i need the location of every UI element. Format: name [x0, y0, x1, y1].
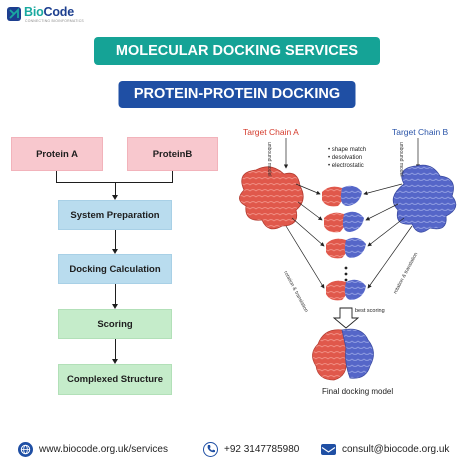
phone-icon: [203, 441, 218, 457]
unbound-model-label-a: unbound model: [266, 142, 272, 176]
step-system-preparation: System Preparation: [58, 200, 172, 230]
step-docking-calculation: Docking Calculation: [58, 254, 172, 284]
candidate-complex: [326, 279, 366, 301]
svg-text:rotation & translation: rotation & translation: [282, 270, 309, 314]
arrow-head: [112, 304, 118, 309]
chain-b-protein: [392, 164, 457, 233]
connector-line: [56, 182, 173, 183]
connector-line: [115, 284, 116, 305]
arrow-head: [112, 195, 118, 200]
chain-b-label: Target Chain B: [392, 127, 449, 137]
footer-phone[interactable]: +92 3147785980: [203, 437, 299, 461]
step-complexed-structure: Complexed Structure: [58, 364, 172, 395]
final-docking-model: [312, 328, 374, 381]
candidate-complex: [326, 237, 366, 259]
biocode-logo-icon: [7, 7, 21, 21]
candidate-complex: [322, 185, 362, 207]
svg-text:rotation & translation: rotation & translation: [392, 251, 419, 295]
protein-a-box: Protein A: [11, 137, 103, 171]
final-docking-model-label: Final docking model: [322, 387, 394, 396]
connector-line: [172, 171, 173, 182]
arrow-head: [112, 359, 118, 364]
step-scoring: Scoring: [58, 309, 172, 339]
phone-number[interactable]: +92 3147785980: [224, 443, 300, 455]
criteria-item: • shape match: [328, 147, 367, 153]
connector-line: [115, 182, 116, 196]
scoring-criteria-legend: • shape match • desolvation • electrosta…: [328, 146, 366, 170]
brand-logo: BioCode CONNECTING BIOINFORMATICS: [6, 4, 86, 26]
globe-icon: [18, 441, 33, 457]
connector-line: [56, 171, 57, 182]
protein-b-box: ProteinB: [127, 137, 218, 171]
footer-email[interactable]: consult@biocode.org.uk: [321, 437, 449, 461]
connector-line: [115, 339, 116, 360]
email-address[interactable]: consult@biocode.org.uk: [342, 443, 450, 455]
protein-docking-illustration: rotation & translation rotation & transl…: [239, 138, 457, 381]
chain-a-protein: [239, 166, 304, 230]
main-title-banner: MOLECULAR DOCKING SERVICES: [94, 37, 380, 65]
best-scoring-label: best scoring: [355, 308, 385, 314]
mail-icon: [321, 443, 336, 455]
brand-tagline: CONNECTING BIOINFORMATICS: [25, 19, 84, 23]
criteria-item: • electrostatic: [328, 163, 364, 169]
sub-title-banner: PROTEIN-PROTEIN DOCKING: [118, 81, 356, 108]
arrow-head: [112, 249, 118, 254]
connector-line: [115, 230, 116, 250]
footer-website[interactable]: www.biocode.org.uk/services: [18, 437, 168, 461]
brand-name: BioCode: [24, 5, 74, 19]
candidate-complex: [324, 211, 364, 233]
website-link[interactable]: www.biocode.org.uk/services: [39, 443, 168, 455]
chain-a-label: Target Chain A: [243, 127, 299, 137]
unbound-model-label-b: unbound model: [398, 142, 404, 176]
criteria-item: • desolvation: [328, 155, 363, 161]
